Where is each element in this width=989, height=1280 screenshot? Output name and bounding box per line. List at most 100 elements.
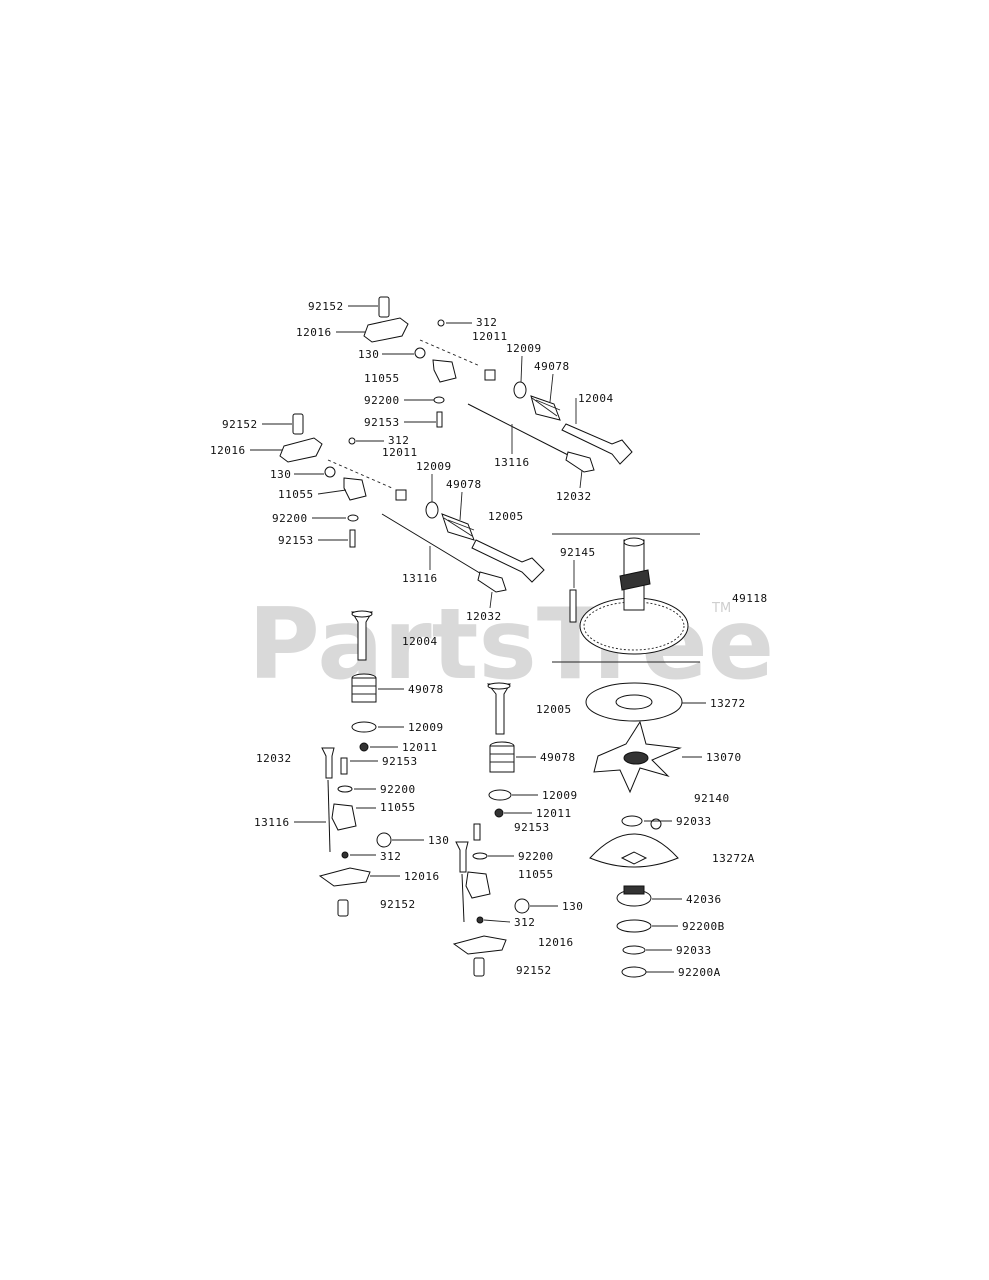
- spring-92145: [569, 589, 577, 623]
- washer-92200-middle: [347, 514, 359, 522]
- label-13070: 13070: [706, 751, 742, 764]
- label-92200-c: 92200: [380, 783, 416, 796]
- washer-92200-lower-b: [472, 852, 488, 860]
- label-12009-c: 12009: [408, 721, 444, 734]
- label-92152-a: 92152: [308, 300, 344, 313]
- label-92153-d: 92153: [514, 821, 550, 834]
- tappet-12032-lower-b: [455, 841, 469, 873]
- washer-92200-upper: [433, 396, 445, 404]
- governor-assembly: [585, 682, 683, 978]
- label-12011-b: 12011: [382, 446, 418, 459]
- label-12016-d: 12016: [538, 936, 574, 949]
- nut-312-lower-b: [476, 916, 484, 924]
- label-92152-c: 92152: [380, 898, 416, 911]
- label-12011-d: 12011: [536, 807, 572, 820]
- label-12004-a: 12004: [578, 392, 614, 405]
- guide-block-upper: [484, 369, 496, 381]
- label-11055-b: 11055: [278, 488, 314, 501]
- guide-block-middle: [395, 489, 407, 501]
- label-12011-a: 12011: [472, 330, 508, 343]
- keeper-12011-lower: [359, 742, 369, 752]
- camshaft-49118: [579, 537, 689, 655]
- nut-312-upper: [437, 319, 445, 327]
- cam-lobe: [619, 569, 651, 591]
- label-12005-a: 12005: [488, 510, 524, 523]
- label-13272: 13272: [710, 697, 746, 710]
- label-13116-c: 13116: [254, 816, 290, 829]
- rocker-arm-12016-middle: [279, 437, 323, 463]
- retainer-12009-lower-b: [488, 789, 512, 801]
- rocker-arm-12016-lower: [318, 867, 371, 887]
- label-92033-a: 92033: [676, 815, 712, 828]
- retainer-12009-lower: [351, 721, 377, 733]
- label-92033-b: 92033: [676, 944, 712, 957]
- rocker-arm-12016-lower-b: [452, 935, 507, 955]
- collar-92152-middle: [292, 413, 304, 435]
- cam-shaft-end: [623, 537, 645, 547]
- upper-rocker-assembly: [363, 296, 633, 473]
- label-92145: 92145: [560, 546, 596, 559]
- label-92153-b: 92153: [278, 534, 314, 547]
- label-312-d: 312: [514, 916, 535, 929]
- keeper-12011-lower-b: [494, 808, 504, 818]
- spring-49078-lower-b: [489, 745, 515, 773]
- label-92200-a: 92200: [364, 394, 400, 407]
- lower-middle-assembly: [452, 682, 530, 977]
- watermark-trademark: TM: [711, 601, 731, 616]
- label-12011-c: 12011: [402, 741, 438, 754]
- label-11055-c: 11055: [380, 801, 416, 814]
- bolt-130-upper: [414, 347, 426, 359]
- watermark: PartsTree: [248, 588, 774, 702]
- bolt-130-middle: [324, 466, 336, 478]
- label-92152-b: 92152: [222, 418, 258, 431]
- label-12009-a: 12009: [506, 342, 542, 355]
- label-12009-d: 12009: [542, 789, 578, 802]
- label-130-c: 130: [428, 834, 449, 847]
- label-92200A: 92200A: [678, 966, 721, 979]
- rocker-arm-12016-upper: [363, 317, 409, 343]
- retainer-12009-upper: [513, 381, 527, 399]
- label-12004-b: 12004: [402, 635, 438, 648]
- retainer-12009-middle: [425, 501, 439, 519]
- bracket-11055-middle: [343, 477, 367, 501]
- tappet-12032-lower: [321, 747, 335, 779]
- spring-49078-lower: [351, 677, 377, 703]
- middle-rocker-assembly: [279, 413, 545, 593]
- label-130-a: 130: [358, 348, 379, 361]
- label-49078-d: 49078: [540, 751, 576, 764]
- bracket-11055-lower: [331, 803, 357, 831]
- label-12016-a: 12016: [296, 326, 332, 339]
- collar-92152-upper: [378, 296, 390, 318]
- label-49078-a: 49078: [534, 360, 570, 373]
- ring-92033-upper: [621, 815, 643, 827]
- label-92200-b: 92200: [272, 512, 308, 525]
- tappet-12032-upper: [565, 451, 595, 473]
- label-49118: 49118: [732, 592, 768, 605]
- washer-92200A: [621, 966, 647, 978]
- pushrod-13116-upper: [467, 403, 571, 457]
- ball-92140: [650, 818, 662, 830]
- label-12016-b: 12016: [210, 444, 246, 457]
- pin-92153-lower-b: [473, 823, 481, 841]
- pushrod-13116-lower-b: [461, 873, 465, 923]
- pin-92153-upper: [436, 411, 443, 428]
- label-312-a: 312: [476, 316, 497, 329]
- bracket-11055-lower-b: [465, 871, 491, 899]
- label-13116-b: 13116: [402, 572, 438, 585]
- bracket-11055-upper: [432, 359, 457, 383]
- label-12032-c: 12032: [256, 752, 292, 765]
- label-13272A: 13272A: [712, 852, 755, 865]
- pushrod-13116-middle: [381, 513, 489, 579]
- label-92140: 92140: [694, 792, 730, 805]
- washer-92200B: [616, 919, 652, 933]
- label-12009-b: 12009: [416, 460, 452, 473]
- collar-92152-lower-b: [473, 957, 485, 977]
- label-92153-a: 92153: [364, 416, 400, 429]
- label-130-b: 130: [270, 468, 291, 481]
- label-312-b: 312: [388, 434, 409, 447]
- ring-92033-lower: [622, 945, 646, 955]
- valve-12005: [471, 539, 545, 583]
- bolt-130-lower-b: [514, 898, 530, 914]
- label-12005-b: 12005: [536, 703, 572, 716]
